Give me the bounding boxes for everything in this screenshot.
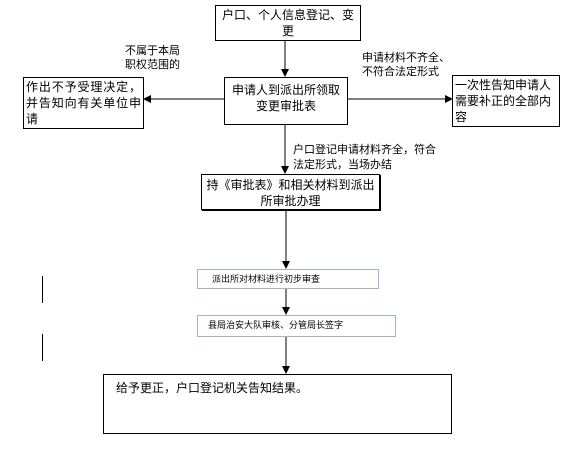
node-submit-text: 持《审批表》和相关材料到派出所审批办理 <box>206 178 375 208</box>
node-reject: 作出不予受理决定，并告知向有关单位申请 <box>23 77 144 129</box>
node-supplement-text: 一次性告知申请人需要补正的全部内容 <box>455 78 552 124</box>
edge-label-not-in-scope-2: 职权范围的 <box>125 58 180 71</box>
edge-label-complete-2: 法定形式，当场办结 <box>293 158 392 171</box>
node-review-text: 派出所对材料进行初步审查 <box>212 275 321 285</box>
node-apply-text: 申请人到派出所领取变更审批表 <box>231 83 340 113</box>
node-start: 户口、个人信息登记、变更 <box>215 5 361 41</box>
node-approve-text: 县局治安大队审核、分管局长签字 <box>208 321 344 331</box>
node-apply: 申请人到派出所领取变更审批表 <box>224 77 348 125</box>
node-result: 给予更正，户口登记机关告知结果。 <box>103 374 452 434</box>
node-supplement: 一次性告知申请人需要补正的全部内容 <box>452 75 560 127</box>
node-submit: 持《审批表》和相关材料到派出所审批办理 <box>201 174 380 210</box>
node-review: 派出所对材料进行初步审查 <box>197 269 379 289</box>
edge-label-incomplete-1: 申请材料不齐全、 <box>362 51 450 64</box>
edge-label-not-in-scope-1: 不属于本局 <box>125 44 180 57</box>
edge-label-incomplete-2: 不符合法定形式 <box>362 65 439 78</box>
margin-mark-upper <box>42 276 43 303</box>
node-result-text: 给予更正，户口登记机关告知结果。 <box>116 381 309 395</box>
node-reject-text: 作出不予受理决定，并告知向有关单位申请 <box>26 80 141 126</box>
node-approve: 县局治安大队审核、分管局长签字 <box>197 315 396 337</box>
node-start-text: 户口、个人信息登记、变更 <box>221 8 354 38</box>
edge-label-complete-1: 户口登记申请材料齐全，符合 <box>293 143 436 156</box>
margin-mark-lower <box>42 334 43 361</box>
